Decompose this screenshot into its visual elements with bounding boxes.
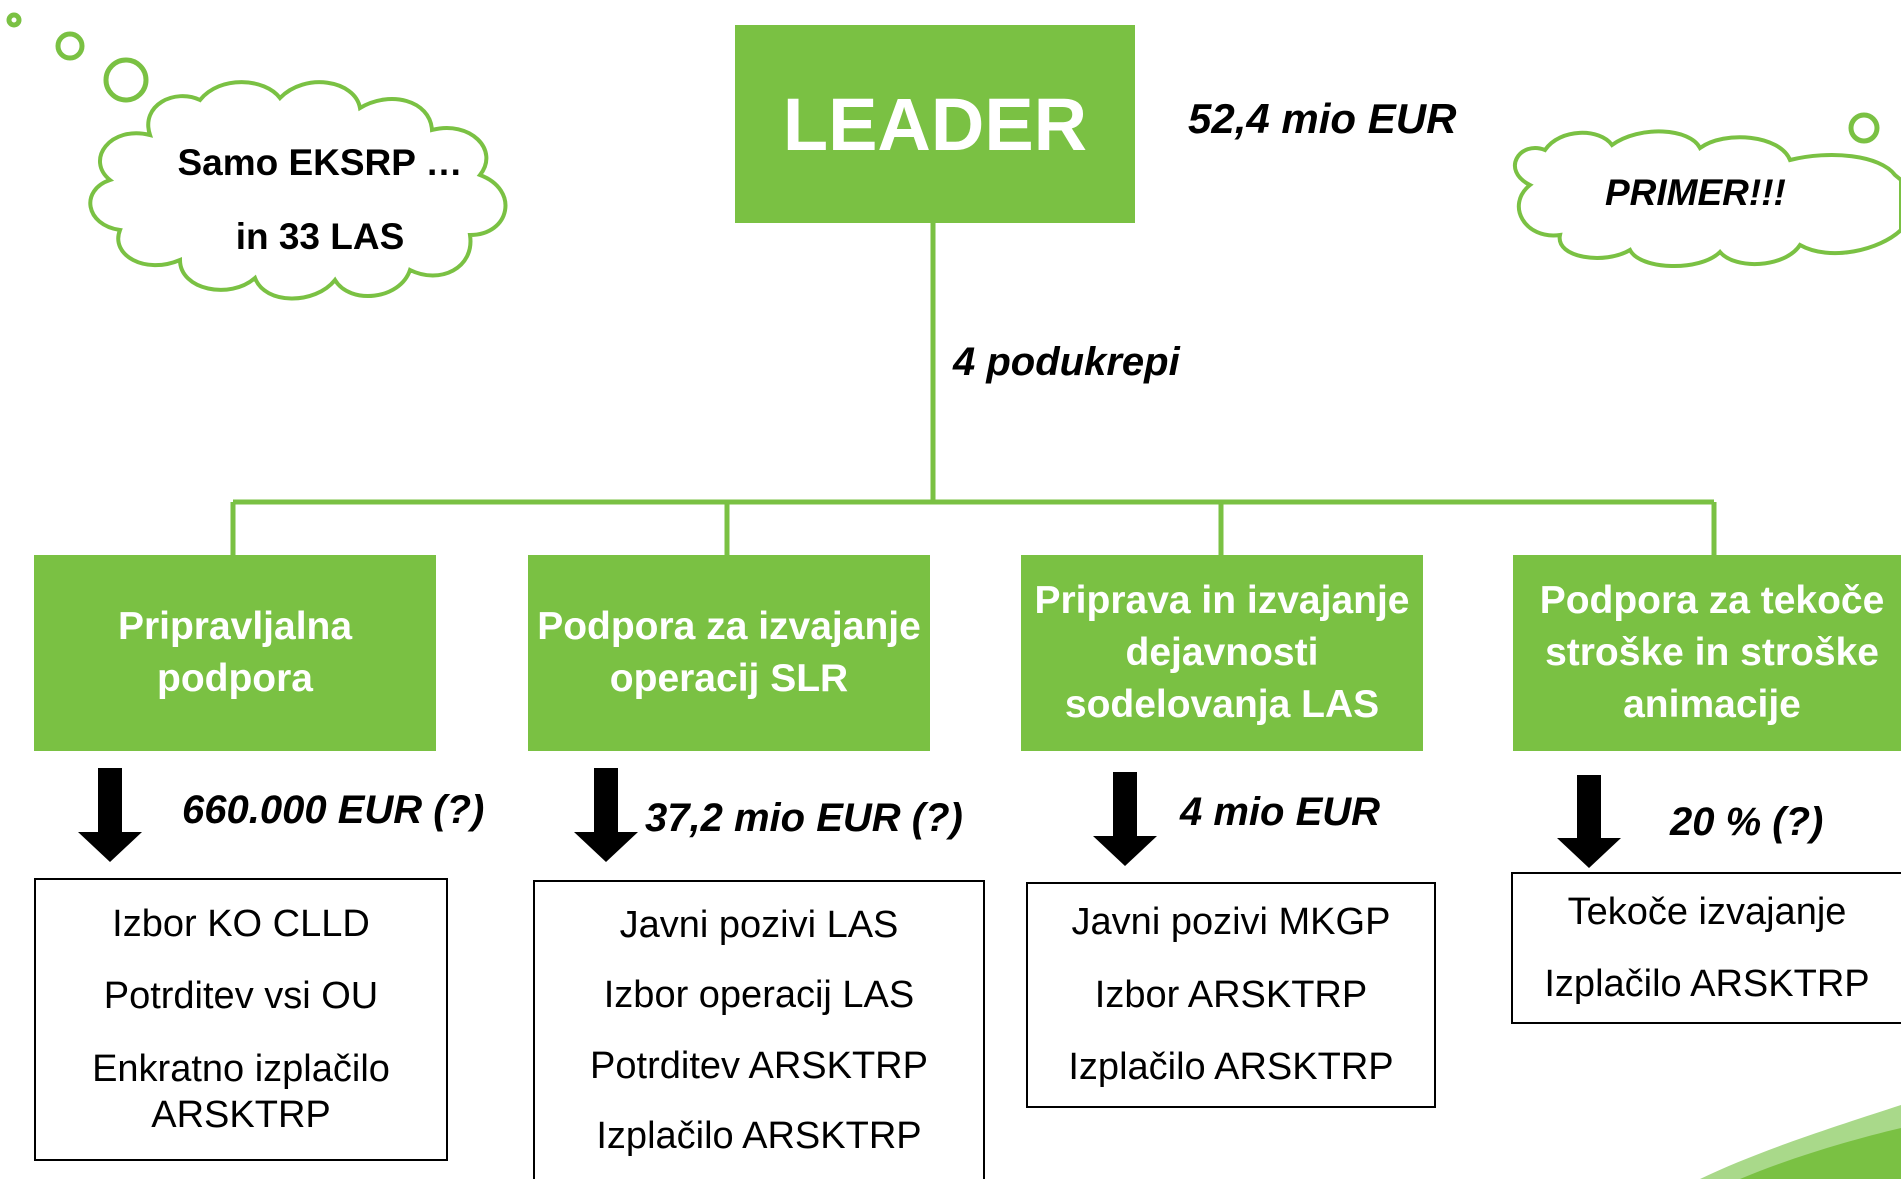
submeasure-amount-4: 20 % (?) — [1670, 800, 1824, 844]
down-arrow-icon-4 — [1557, 775, 1621, 868]
step-1-2: Potrditev vsi OU — [103, 975, 379, 1018]
submeasure-amount-1: 660.000 EUR (?) — [182, 788, 485, 832]
steps-box-3: Javni pozivi MKGP Izbor ARSKTRP Izplačil… — [1026, 882, 1436, 1108]
down-arrow-icon-3 — [1093, 772, 1157, 866]
leader-title-box: LEADER — [735, 25, 1135, 223]
submeasure-box-2: Podpora za izvajanje operacij SLR — [528, 555, 930, 751]
submeasure-title-4: Podpora za tekoče stroške in stroške ani… — [1539, 579, 1885, 726]
steps-box-1: Izbor KO CLLD Potrditev vsi OU Enkratno … — [34, 878, 448, 1161]
submeasure-title-3: Priprava in izvajanje dejavnosti sodelov… — [1034, 579, 1410, 726]
step-2-2: Izbor operacij LAS — [603, 974, 915, 1017]
left-cloud-line2: in 33 LAS — [235, 216, 405, 257]
down-arrow-icon-2 — [574, 768, 638, 862]
submeasure-title-2: Podpora za izvajanje operacij SLR — [537, 605, 921, 700]
thought-bubble-medium-circle — [55, 31, 85, 61]
step-4-2: Izplačilo ARSKTRP — [1544, 963, 1870, 1005]
submeasure-title-1: Pripravljalna podpora — [117, 605, 353, 700]
submeasure-amount-3: 4 mio EUR — [1180, 790, 1381, 834]
step-3-3: Izplačilo ARSKTRP — [1068, 1046, 1394, 1089]
step-4-1: Tekoče izvajanje — [1567, 890, 1847, 933]
step-2-3: Potrditev ARSKTRP — [590, 1044, 928, 1087]
thought-bubble-right-circle — [1848, 112, 1880, 144]
thought-bubble-small-circle — [6, 12, 22, 28]
left-cloud-line1: Samo EKSRP … — [177, 142, 463, 183]
corner-swoosh-decoration-inner — [1740, 1128, 1901, 1179]
steps-box-4: Tekoče izvajanje Izplačilo ARSKTRP — [1511, 872, 1901, 1024]
submeasure-box-1: Pripravljalna podpora — [34, 555, 436, 751]
thought-bubble-large-circle — [103, 57, 149, 103]
step-2-4: Izplačilo ARSKTRP — [596, 1114, 922, 1157]
submeasure-box-4: Podpora za tekoče stroške in stroške ani… — [1513, 555, 1901, 751]
submeasure-amount-2: 37,2 mio EUR (?) — [645, 796, 963, 840]
submeasure-box-3: Priprava in izvajanje dejavnosti sodelov… — [1021, 555, 1423, 751]
step-3-1: Javni pozivi MKGP — [1071, 901, 1391, 944]
down-arrow-icon-1 — [78, 768, 142, 862]
right-cloud-text: PRIMER!!! — [1605, 172, 1786, 213]
steps-box-2: Javni pozivi LAS Izbor operacij LAS Potr… — [533, 880, 985, 1179]
connector-label: 4 podukrepi — [953, 340, 1180, 384]
step-3-2: Izbor ARSKTRP — [1094, 973, 1368, 1016]
step-1-3: Enkratno izplačilo ARSKTRP — [92, 1047, 390, 1136]
step-1-1: Izbor KO CLLD — [112, 902, 370, 945]
leader-total-amount: 52,4 mio EUR — [1188, 95, 1457, 142]
leader-title: LEADER — [782, 82, 1088, 166]
step-2-1: Javni pozivi LAS — [619, 903, 899, 946]
right-cloud-shape — [1513, 129, 1901, 269]
left-cloud-shape — [88, 80, 508, 301]
